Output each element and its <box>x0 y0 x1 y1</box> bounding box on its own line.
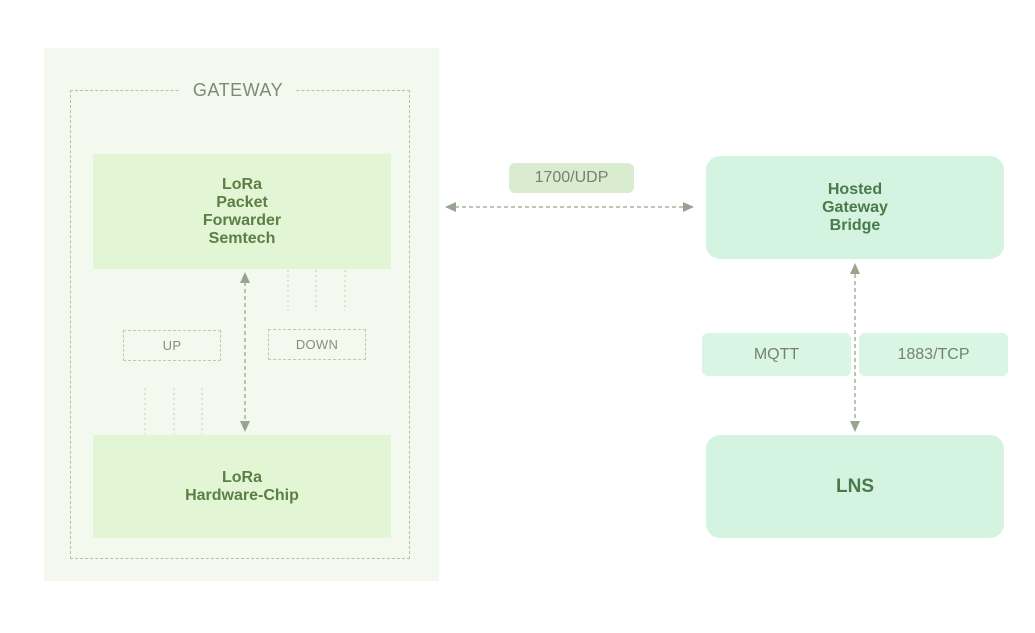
hardware-chip-label: LoRa Hardware-Chip <box>185 468 299 504</box>
udp-link-arrow <box>445 202 694 212</box>
up-label: UP <box>162 338 182 353</box>
tcp-port-pill: 1883/TCP <box>859 333 1008 376</box>
lns-box: LNS <box>706 435 1004 538</box>
gateway-bridge-box: Hosted Gateway Bridge <box>706 156 1004 259</box>
up-tag: UP <box>123 330 221 361</box>
down-label: DOWN <box>295 337 339 352</box>
gateway-title: GATEWAY <box>180 78 296 102</box>
hardware-chip-box: LoRa Hardware-Chip <box>93 435 391 538</box>
forwarder-chip-arrow <box>240 272 250 432</box>
mqtt-label: MQTT <box>753 345 800 363</box>
bridge-lns-arrow <box>850 263 860 432</box>
udp-port-pill: 1700/UDP <box>509 163 634 193</box>
packet-forwarder-label: LoRa Packet Forwarder Semtech <box>202 175 282 247</box>
lns-label: LNS <box>836 475 874 497</box>
gateway-bridge-label: Hosted Gateway Bridge <box>822 180 888 234</box>
udp-port-label: 1700/UDP <box>534 169 609 186</box>
down-tag: DOWN <box>268 329 366 360</box>
packet-forwarder-box: LoRa Packet Forwarder Semtech <box>93 154 391 269</box>
mqtt-pill: MQTT <box>702 333 851 376</box>
tcp-port-label: 1883/TCP <box>897 345 970 363</box>
